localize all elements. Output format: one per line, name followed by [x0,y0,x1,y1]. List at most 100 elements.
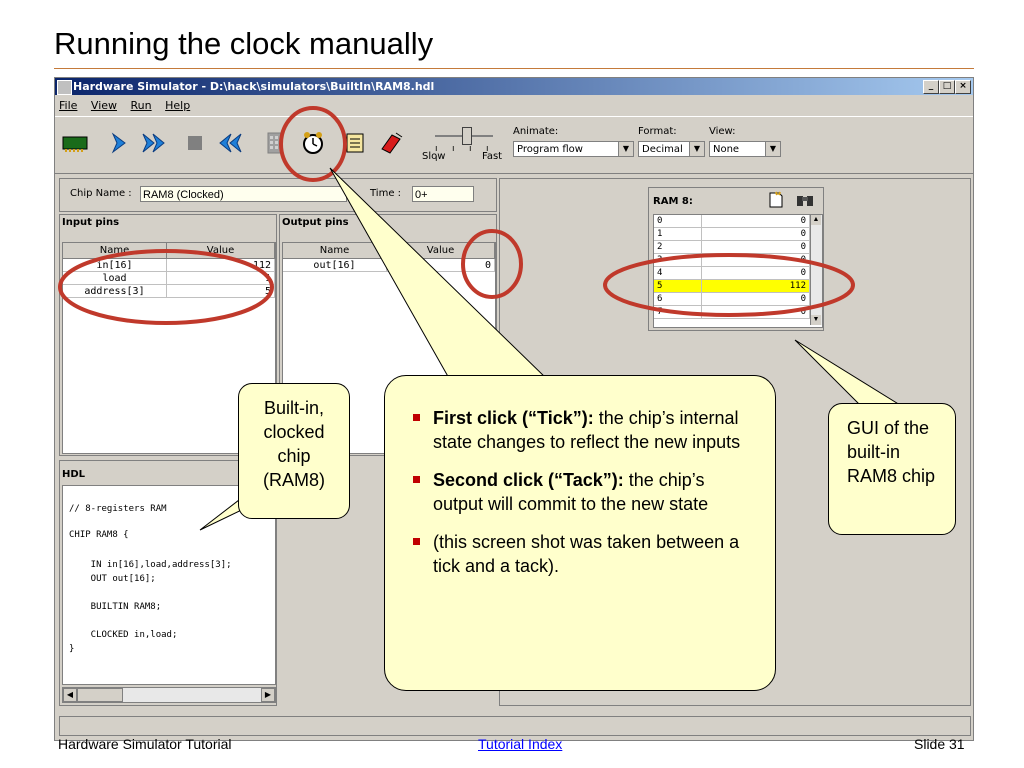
fast-label: Fast [482,151,503,162]
output-col-value: Value [387,243,495,259]
scroll-thumb[interactable] [77,688,123,702]
scroll-left-icon[interactable]: ◀ [63,688,77,702]
builtin-callout-text: Built-in, clocked chip (RAM8) [263,398,325,490]
chevron-down-icon: ▼ [765,142,780,156]
tack-bullet: Second click (“Tack”): the chip’s output… [413,468,753,516]
load-chip-icon[interactable] [61,129,89,157]
status-bar [59,716,971,736]
bullet-square-icon [413,414,420,421]
animate-select[interactable]: Program flow▼ [513,141,634,157]
chip-name-label: Chip Name : [70,188,132,199]
run-icon[interactable] [141,129,169,157]
hdl-line: BUILTIN RAM8; [69,602,162,612]
ram8-gui: RAM 8: 0 0 1 0 2 0 3 0 4 0 5 112 6 [648,187,824,331]
chip-name-panel: Chip Name : RAM8 (Clocked) Time : 0+ [59,178,497,212]
view-value: None [713,144,740,155]
output-col-name: Name [283,243,387,259]
hdl-horizontal-scrollbar[interactable]: ◀ ▶ [62,687,276,703]
input-pin-value[interactable]: 1 [167,272,275,285]
view-select[interactable]: None ▼ [709,141,781,157]
tick-bullet: First click (“Tick”): the chip’s interna… [413,406,753,454]
input-pin-name: address[3] [63,285,167,298]
builtin-callout: Built-in, clocked chip (RAM8) [238,383,350,519]
scroll-down-icon[interactable]: ▼ [811,315,821,325]
eval-icon[interactable] [261,129,289,157]
view-label: View: [709,126,736,137]
close-button[interactable]: × [955,80,971,94]
menu-run[interactable]: Run [130,99,152,112]
ram-vertical-scrollbar[interactable]: ▲ ▼ [810,215,822,325]
input-pin-value[interactable]: 112 [167,259,275,272]
note-bullet-text: (this screen shot was taken between a ti… [433,532,740,576]
hdl-line: // 8-registers RAM [69,504,167,514]
single-step-icon[interactable] [105,129,133,157]
bullet-square-icon [413,538,420,545]
minimize-button[interactable]: _ [923,80,939,94]
window-title: Hardware Simulator - D:\hack\simulators\… [73,80,435,93]
tick-bullet-bold: First click (“Tick”): [433,408,594,428]
ram-address: 3 [654,254,702,267]
ram-address: 6 [654,293,702,306]
ram-value[interactable]: 0 [702,293,810,306]
input-pin-value[interactable]: 5 [167,285,275,298]
output-pin-value: 0 [387,259,495,272]
ram-value-highlighted[interactable]: 112 [702,280,810,293]
ram-value[interactable]: 0 [702,241,810,254]
ram-value[interactable]: 0 [702,254,810,267]
menu-file[interactable]: File [59,99,78,112]
note-bullet: (this screen shot was taken between a ti… [413,530,753,578]
hdl-header: HDL [62,469,86,480]
chip-name-field[interactable]: RAM8 (Clocked) [140,186,347,202]
menu-view[interactable]: View [90,99,118,112]
menu-help[interactable]: Help [165,99,191,112]
ram-address: 4 [654,267,702,280]
input-col-value: Value [167,243,275,259]
ram-value[interactable]: 0 [702,228,810,241]
reset-icon[interactable] [215,129,243,157]
script-icon[interactable] [341,129,369,157]
breakpoint-icon[interactable] [377,129,405,157]
output-pins-header: Output pins [282,217,349,228]
ram-table: 0 0 1 0 2 0 3 0 4 0 5 112 6 0 7 0 ▲ ▼ [653,214,823,328]
hdl-line: CLOCKED in,load; [69,630,178,640]
hdl-line: } [69,644,75,654]
ram-address-highlighted: 5 [654,280,702,293]
gui-callout: GUI of the built-in RAM8 chip [828,403,956,535]
binoculars-icon[interactable] [795,191,815,214]
hdl-text-area: // 8-registers RAM CHIP RAM8 { IN in[16]… [62,485,276,685]
bullet-square-icon [413,476,420,483]
input-pins-header: Input pins [62,217,120,228]
scroll-up-icon[interactable]: ▲ [811,215,821,225]
hdl-line: OUT out[16]; [69,574,156,584]
scroll-right-icon[interactable]: ▶ [261,688,275,702]
ram-address: 2 [654,241,702,254]
maximize-button[interactable]: □ [939,80,955,94]
input-pin-name: load [63,272,167,285]
hdl-line: CHIP RAM8 { [69,530,129,540]
output-pin-name: out[16] [283,259,387,272]
new-file-icon[interactable] [767,191,785,214]
app-icon [57,80,72,95]
ram-value[interactable]: 0 [702,267,810,280]
format-value: Decimal [642,144,683,155]
ram-value[interactable]: 0 [702,215,810,228]
ram-title: RAM 8: [653,196,693,207]
window-titlebar[interactable]: Hardware Simulator - D:\hack\simulators\… [55,78,973,95]
stop-icon[interactable] [181,129,209,157]
ram-address: 1 [654,228,702,241]
input-pin-name: in[16] [63,259,167,272]
speed-slider[interactable]: ı ı ı ı ı [425,123,495,167]
tutorial-index-link[interactable]: Tutorial Index [478,736,563,752]
format-select[interactable]: Decimal▼ [638,141,705,157]
page-title: Running the clock manually [54,26,434,61]
menu-bar: File View Run Help [59,99,200,112]
slow-label: Slow [422,151,446,162]
slide-number: Slide 31 [914,736,965,752]
format-label: Format: [638,126,677,137]
tack-bullet-bold: Second click (“Tack”): [433,470,624,490]
hdl-line: IN in[16],load,address[3]; [69,560,232,570]
chevron-down-icon: ▼ [618,142,633,156]
clock-icon[interactable] [299,129,327,157]
input-col-name: Name [63,243,167,259]
ram-value[interactable]: 0 [702,306,810,319]
